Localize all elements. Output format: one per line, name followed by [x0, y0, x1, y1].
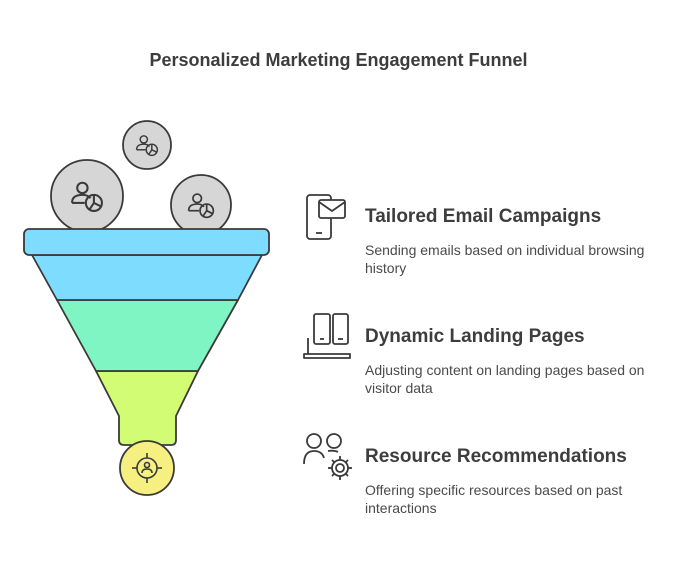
item-title-resources: Resource Recommendations	[365, 446, 627, 467]
funnel-layer-top	[31, 254, 263, 301]
item-desc-resources: Offering specific resources based on pas…	[365, 482, 623, 516]
phone-email-icon	[302, 193, 352, 248]
funnel-layer-bottom	[95, 370, 199, 446]
input-circle-medium	[170, 174, 232, 236]
input-circle-small	[122, 120, 172, 170]
funnel-output	[119, 440, 175, 496]
funnel-rim	[23, 228, 270, 256]
item-title-landing: Dynamic Landing Pages	[365, 326, 585, 347]
input-circle-large	[50, 159, 124, 233]
diagram-title: Personalized Marketing Engagement Funnel	[149, 50, 528, 70]
item-title-email: Tailored Email Campaigns	[365, 206, 602, 227]
funnel-layer-middle	[56, 299, 239, 372]
devices-icon	[302, 312, 354, 367]
target-user-icon	[132, 453, 162, 483]
users-gear-icon	[302, 432, 354, 487]
item-desc-email: Sending emails based on individual brows…	[365, 242, 645, 276]
item-desc-landing: Adjusting content on landing pages based…	[365, 362, 645, 396]
